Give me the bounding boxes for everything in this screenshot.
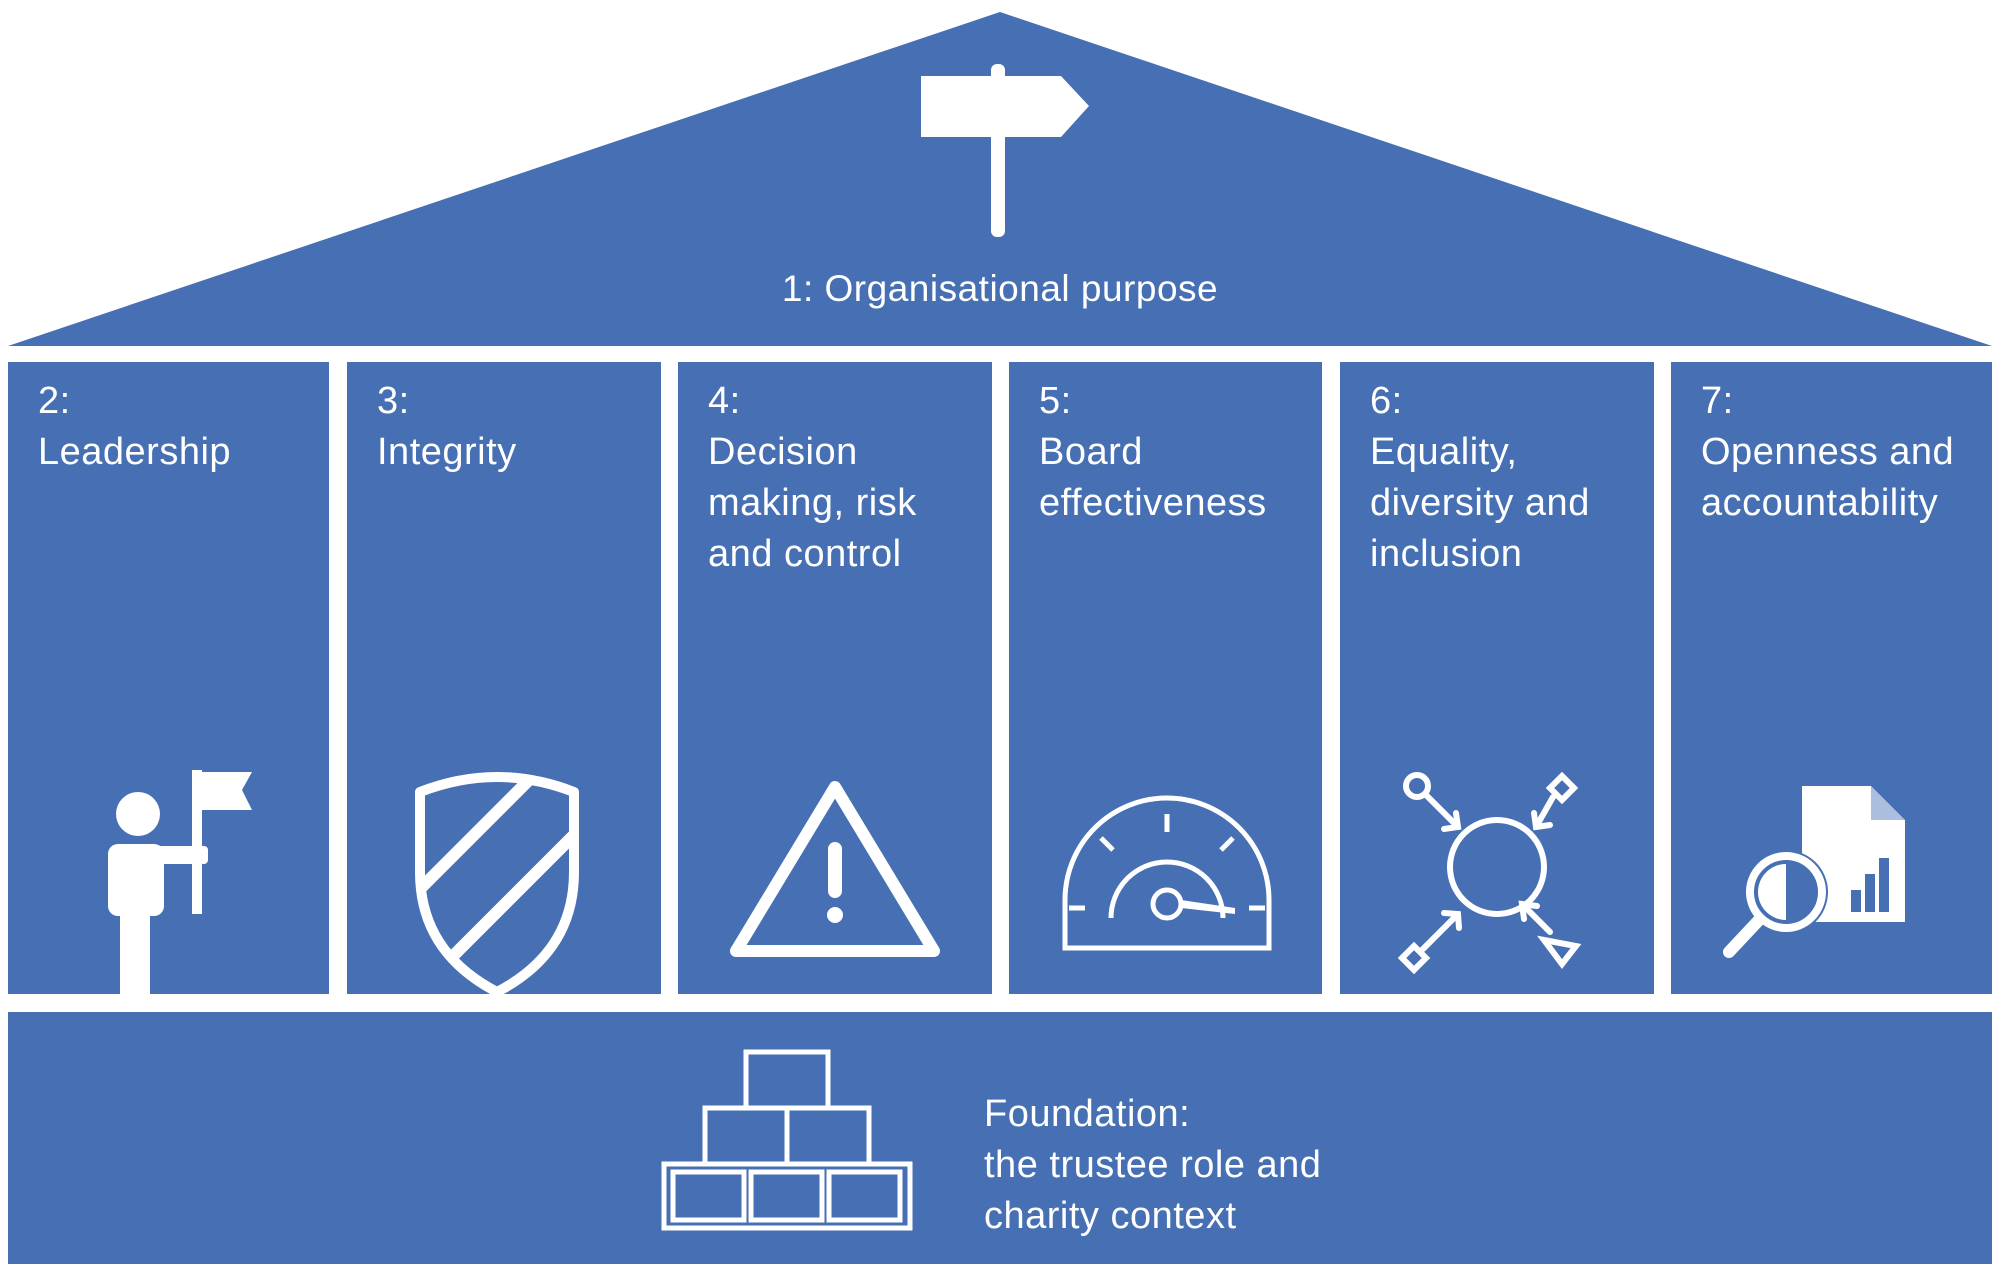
pillar-title: Equality, diversity and inclusion (1370, 431, 1590, 575)
roof-label: 1: Organisational purpose (781, 268, 1219, 309)
pillar-number: 6: (1370, 380, 1403, 422)
pillar-leadership: 2: Leadership (8, 362, 329, 994)
pillar-number: 3: (377, 380, 410, 422)
pillar-title: Board effectiveness (1039, 431, 1267, 524)
foundation-line: the trustee role and (984, 1144, 1322, 1186)
shield-icon (415, 772, 579, 994)
pillar-title: Integrity (377, 431, 517, 473)
foundation-title: Foundation: (984, 1093, 1191, 1135)
speedometer-icon (1062, 795, 1272, 951)
pillar-title: Decision making, risk and control (708, 431, 917, 575)
pillar-board-effectiveness: 5: Board effectiveness (1009, 362, 1322, 994)
signpost-icon (921, 64, 1089, 237)
pillar-title: Leadership (38, 431, 232, 473)
pillar-equality: 6: Equality, diversity and inclusion (1340, 362, 1654, 994)
stacked-blocks-icon (661, 1049, 913, 1231)
pillar-decision-making: 4: Decision making, risk and control (678, 362, 992, 994)
pillar-number: 5: (1039, 380, 1072, 422)
pillar-number: 7: (1701, 380, 1734, 422)
pillar-openness: 7: Openness and accountability (1671, 362, 1992, 994)
foundation-line: charity context (984, 1195, 1237, 1237)
document-magnifier-icon (1723, 786, 1905, 958)
pillar-number: 2: (38, 380, 71, 422)
roof (8, 12, 1992, 346)
foundation: Foundation: the trustee role and charity… (8, 1012, 1992, 1264)
pillar-integrity: 3: Integrity (347, 362, 661, 994)
pillar-title: Openness and accountability (1701, 431, 1955, 524)
diverging-arrows-icon (1397, 771, 1582, 975)
person-with-flag-icon (108, 770, 252, 994)
pillar-number: 4: (708, 380, 741, 422)
warning-triangle-icon (730, 781, 940, 957)
